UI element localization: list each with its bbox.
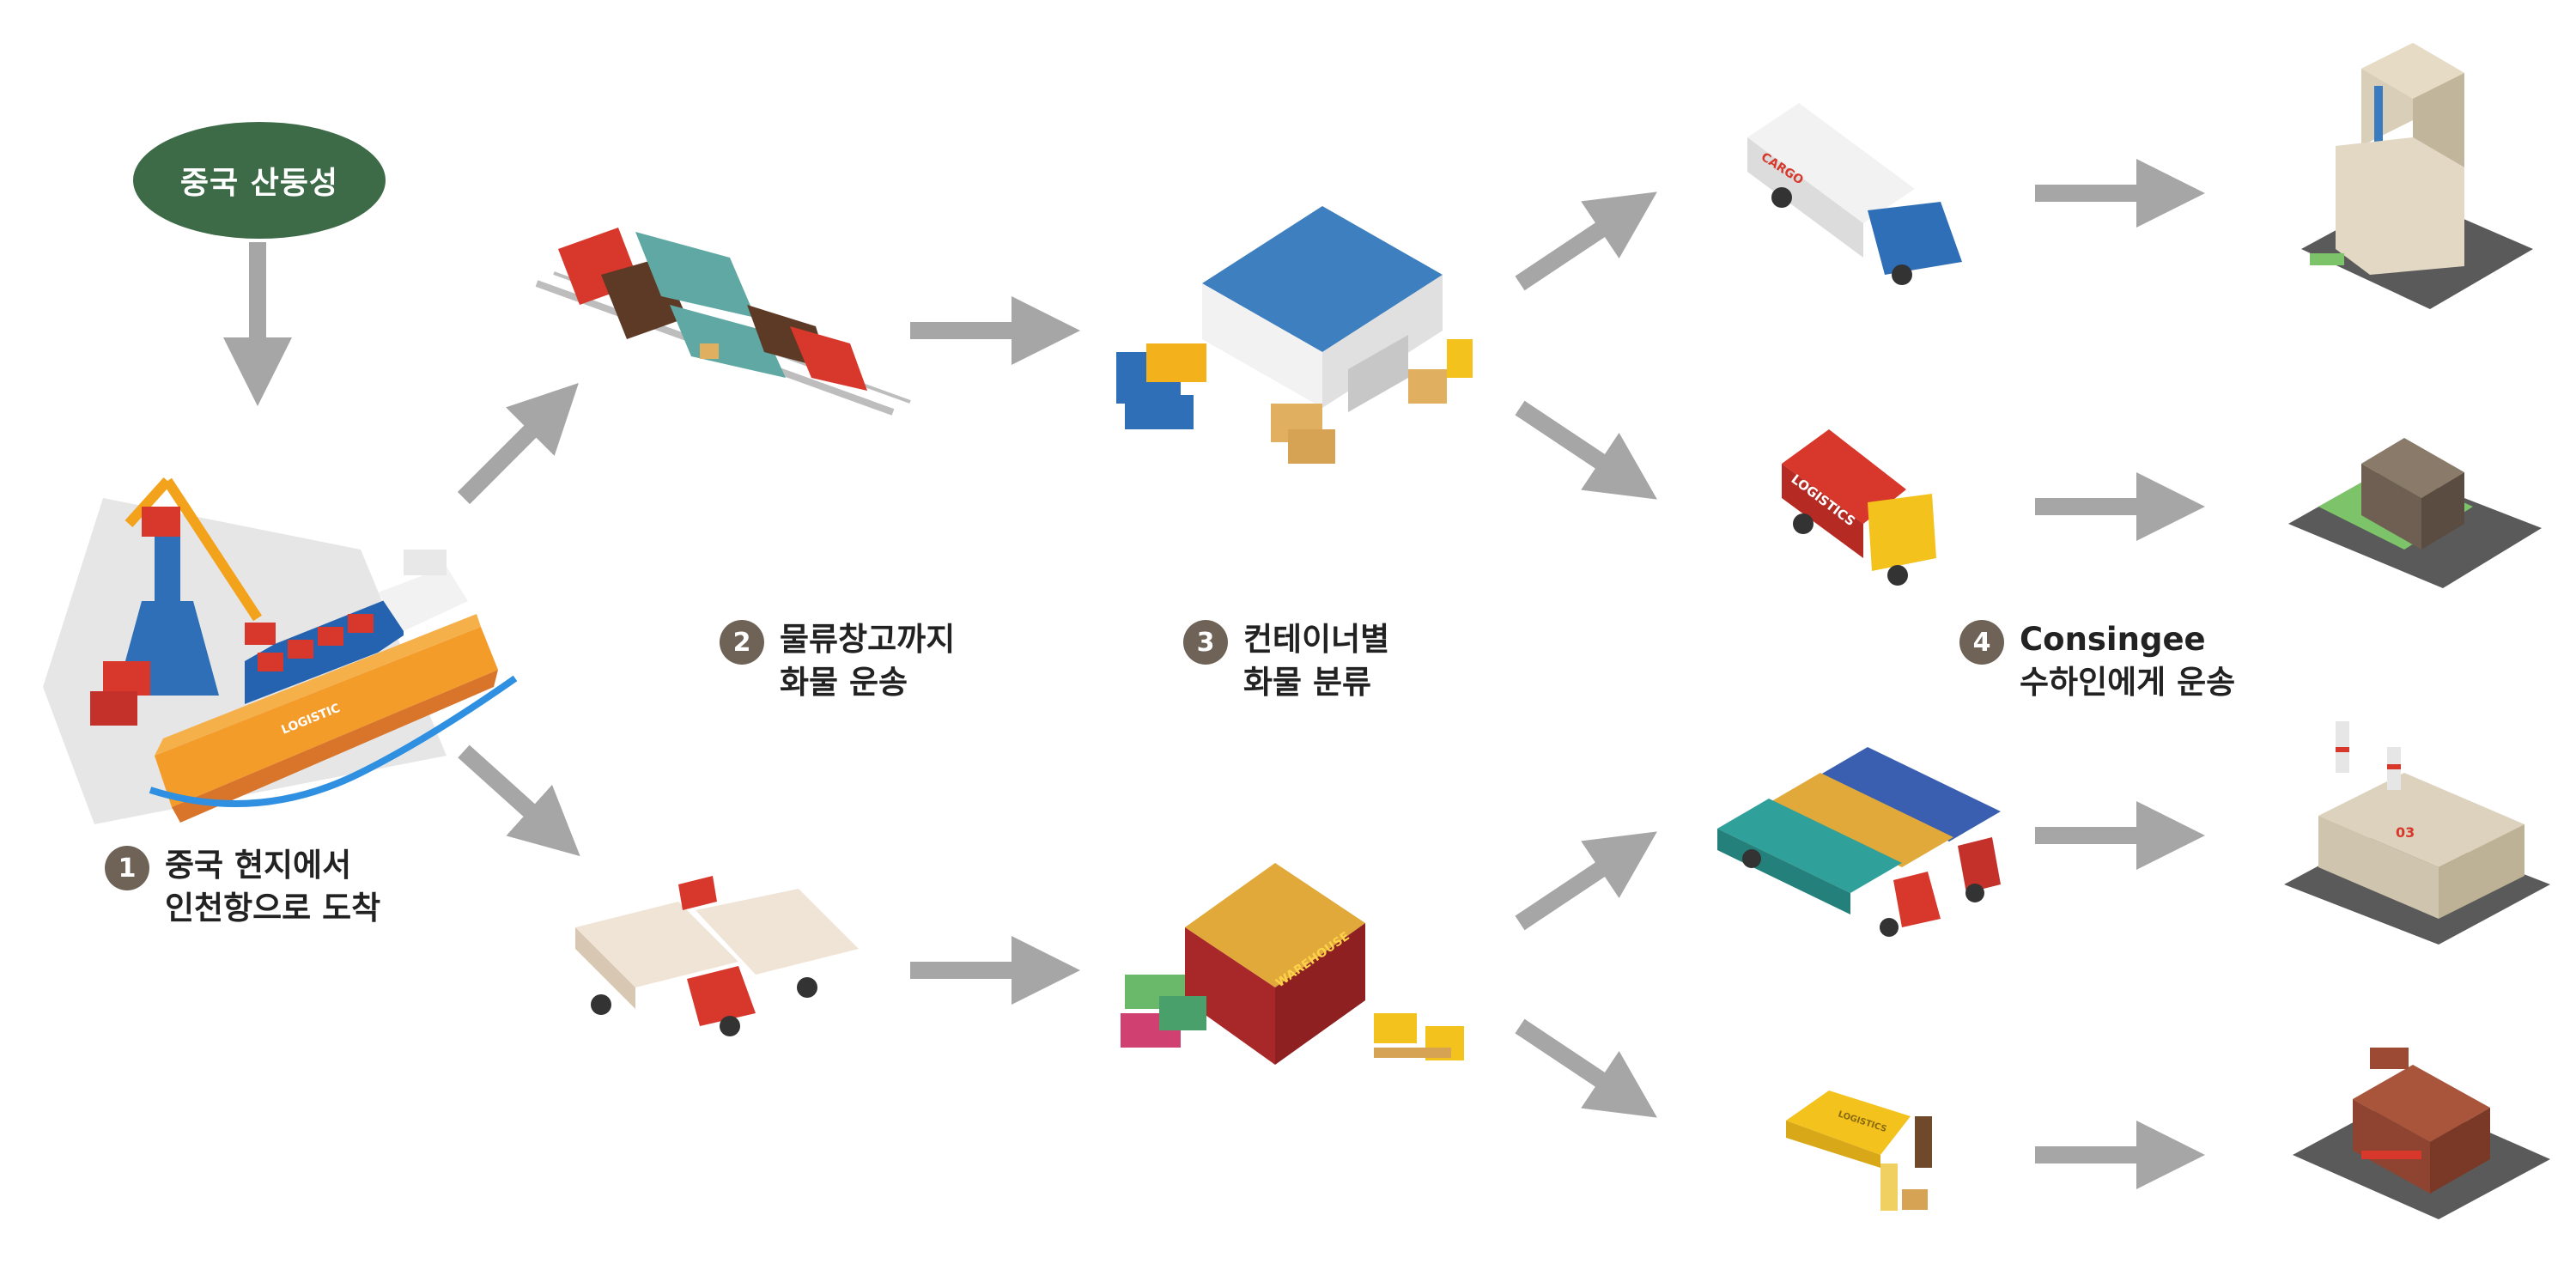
dock-container	[90, 691, 137, 726]
factory-number-text: 03	[2396, 824, 2415, 841]
arrow-wh1-to-logistics	[1515, 400, 1657, 500]
step-1-label: 1 중국 현지에서 인천항으로 도착	[105, 844, 380, 930]
step-1-line-2: 인천항으로 도착	[165, 890, 381, 927]
origin-label-text: 중국 산둥성	[179, 166, 339, 201]
step-3-line-2: 화물 분류	[1243, 664, 1372, 701]
origin-label: 중국 산둥성	[133, 122, 386, 239]
logistics-truck-icon: LOGISTICS	[1782, 429, 1936, 586]
crane-icon	[116, 477, 276, 696]
cargo-truck-icon: CARGO	[1747, 103, 1962, 285]
arrow-wh2-to-van	[1515, 1018, 1657, 1118]
step-1-badge: 1	[105, 846, 149, 890]
step-2-line-2: 화물 운송	[780, 664, 908, 701]
arrow-wh2-to-containers	[1515, 831, 1657, 931]
step-2-badge: 2	[720, 620, 764, 665]
delivery-van-icon: LOGISTICS	[1786, 1091, 1932, 1211]
storefront-building-icon	[2293, 1048, 2550, 1219]
modern-house-icon	[2288, 438, 2542, 588]
arrow-wh1-to-cargo	[1515, 191, 1657, 291]
step-3-badge: 3	[1183, 620, 1228, 665]
cargo-ship-icon: LOGISTIC	[149, 550, 518, 823]
dock-container	[103, 661, 150, 696]
step-4-badge: 4	[1959, 620, 2004, 665]
step-4-line-1: Consingee	[2020, 621, 2206, 658]
freight-train-icon	[535, 228, 911, 416]
arrow-ship-to-trucks	[458, 744, 580, 857]
red-warehouse-icon: WAREHOUSE	[1121, 863, 1464, 1065]
step-4-label: 4 Consingee 수하인에게 운송	[1959, 618, 2235, 704]
step-4-line-2: 수하인에게 운송	[2020, 664, 2236, 701]
step-3-label: 3 컨테이너별 화물 분류	[1183, 618, 1389, 704]
step-1-line-1: 중국 현지에서	[165, 847, 352, 884]
warehouse-building-icon	[1116, 206, 1473, 464]
step-3-line-1: 컨테이너별	[1243, 621, 1390, 658]
step-2-label: 2 물류창고까지 화물 운송	[720, 618, 955, 704]
factory-icon: 03	[2284, 721, 2550, 945]
arrow-ship-to-train	[457, 383, 579, 505]
step-2-line-1: 물류창고까지	[780, 621, 956, 658]
container-fleet-icon	[1717, 747, 2001, 937]
port-ship-illustration: LOGISTIC	[43, 477, 518, 824]
office-tower-icon	[2301, 43, 2533, 309]
container-trucks-icon	[575, 876, 859, 1036]
